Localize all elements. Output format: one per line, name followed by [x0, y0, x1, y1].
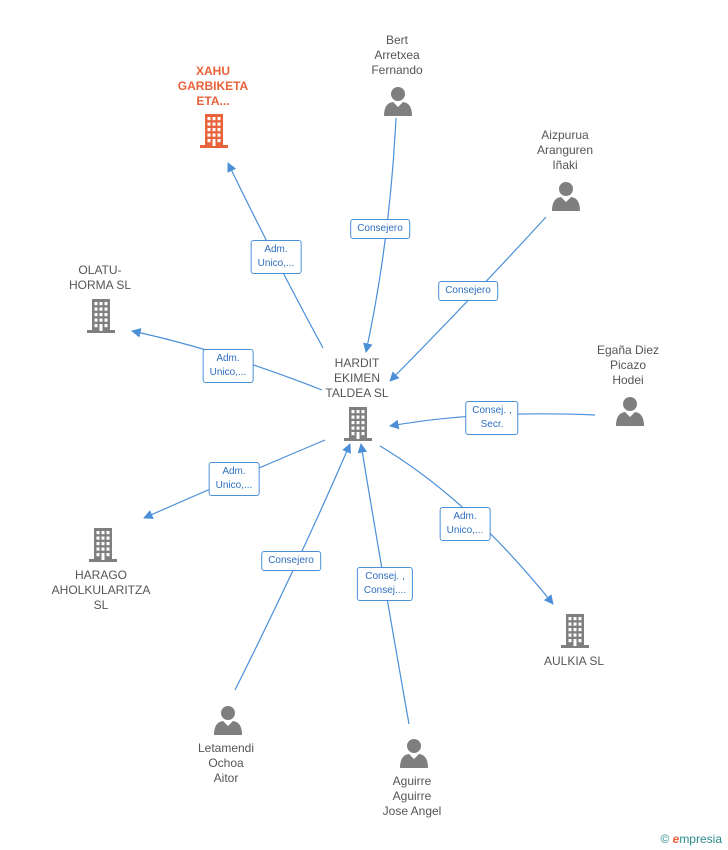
person-icon-bert[interactable]: [384, 87, 412, 116]
icons-layer: [87, 87, 644, 768]
node-label-xahu[interactable]: XAHU GARBIKETA ETA...: [177, 64, 249, 108]
building-icon-olatu[interactable]: [87, 299, 115, 333]
node-label-aguirre[interactable]: Aguirre Aguirre Jose Angel: [382, 774, 442, 818]
edge-label-hardit-olatu[interactable]: Adm. Unico,...: [202, 349, 254, 383]
edge-label-hardit-harago[interactable]: Adm. Unico,...: [208, 462, 260, 496]
person-icon-egana[interactable]: [616, 397, 644, 426]
person-icon-letamendi[interactable]: [214, 706, 242, 735]
node-label-bert[interactable]: Bert Arretxea Fernando: [371, 33, 423, 77]
building-icon-xahu[interactable]: [200, 114, 228, 148]
building-icon-harago[interactable]: [89, 528, 117, 562]
building-icon-hardit[interactable]: [344, 407, 372, 441]
node-label-harago[interactable]: HARAGO AHOLKULARITZA SL: [51, 568, 151, 612]
node-label-aizpurua[interactable]: Aizpurua Aranguren Iñaki: [536, 128, 594, 172]
node-label-letamendi[interactable]: Letamendi Ochoa Aitor: [197, 741, 255, 785]
node-label-aulkia[interactable]: AULKIA SL: [543, 654, 605, 668]
edge-label-letamendi-hardit[interactable]: Consejero: [261, 551, 321, 571]
edge-label-egana-hardit[interactable]: Consej. , Secr.: [465, 401, 519, 435]
person-icon-aguirre[interactable]: [400, 739, 428, 768]
edge-label-hardit-xahu[interactable]: Adm. Unico,...: [250, 240, 302, 274]
node-label-olatu[interactable]: OLATU- HORMA SL: [68, 263, 132, 292]
brand-name: mpresia: [679, 832, 722, 846]
building-icon-aulkia[interactable]: [561, 614, 589, 648]
edge-label-aguirre-hardit[interactable]: Consej. , Consej....: [356, 567, 414, 601]
brand-logo-e: e: [672, 832, 680, 846]
node-label-egana[interactable]: Egaña Diez Picazo Hodei: [596, 343, 660, 387]
node-label-hardit[interactable]: HARDIT EKIMEN TALDEA SL: [325, 356, 389, 400]
person-icon-aizpurua[interactable]: [552, 182, 580, 211]
edge-label-bert-hardit[interactable]: Consejero: [350, 219, 410, 239]
brand-footer[interactable]: © empresia: [660, 832, 722, 846]
copyright-symbol: ©: [660, 832, 670, 846]
edge-label-aizpurua-hardit[interactable]: Consejero: [438, 281, 498, 301]
edge-label-hardit-aulkia[interactable]: Adm. Unico,...: [439, 507, 491, 541]
